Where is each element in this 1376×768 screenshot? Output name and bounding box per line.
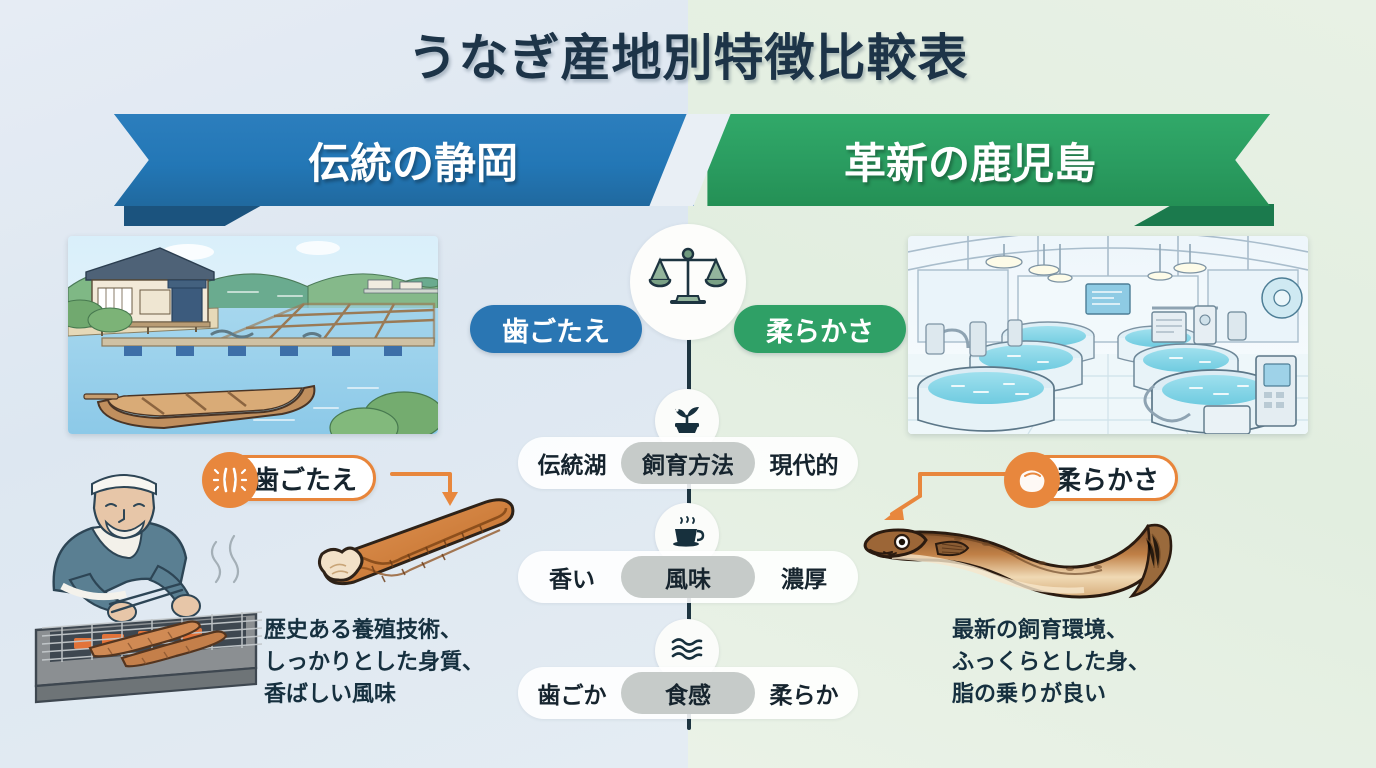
balance-scale-icon: [648, 240, 728, 324]
soft-texture-icon: [1004, 452, 1060, 508]
row-3-left-value: 歯ごか: [537, 683, 607, 709]
row-3-right-value: 柔らか: [769, 683, 839, 709]
grilling-craftsman-illustration: [30, 462, 300, 710]
water-waves-icon: [668, 630, 706, 672]
firm-texture-icon: [202, 452, 258, 508]
left-callout-arrow: [390, 472, 458, 506]
row-1-left-value: 伝統湖: [537, 453, 607, 479]
left-feature-label: 歯ごたえ: [253, 465, 358, 496]
left-description-text: 歴史ある養殖技術、 しっかりとした身質、 香ばしい風味: [264, 618, 485, 707]
right-feature-label: 柔らかさ: [1055, 465, 1160, 496]
right-callout-arrow: [884, 472, 1010, 520]
balance-scale-badge: [630, 224, 746, 340]
banner-right-label: 革新の鹿児島: [843, 138, 1096, 188]
row-2-category: 風味: [621, 556, 755, 598]
modern-facility-photo: [908, 236, 1308, 434]
ribbon-left-tail: [124, 204, 264, 226]
row-1-right-value: 現代的: [769, 453, 839, 479]
right-attribute-pill: 柔らかさ: [734, 305, 906, 353]
comparison-row-flavor: 香い 風味 濃厚: [518, 551, 858, 603]
left-feature-badge: 歯ごたえ: [202, 452, 377, 508]
right-attribute-label: 柔らかさ: [766, 316, 874, 348]
ribbon-right-tail: [1134, 204, 1274, 226]
row-1-category: 飼育方法: [621, 442, 755, 484]
row-2-left-value: 香い: [549, 567, 595, 593]
left-attribute-label: 歯ごたえ: [502, 316, 610, 348]
left-attribute-pill: 歯ごたえ: [470, 305, 642, 353]
grilled-eel-fillet-illustration: [310, 486, 520, 604]
live-eel-illustration: [862, 508, 1174, 618]
right-feature-badge: 柔らかさ: [1004, 452, 1179, 508]
hot-beverage-icon: [668, 514, 706, 556]
traditional-farm-photo: [68, 236, 438, 434]
right-description-text: 最新の飼育環境、 ふっくらとした身、 脂の乗りが良い: [952, 618, 1151, 707]
comparison-row-texture: 歯ごか 食感 柔らか: [518, 667, 858, 719]
row-2-right-value: 濃厚: [781, 567, 827, 593]
page-title: うなぎ産地別特徴比較表: [407, 29, 969, 87]
banner-left-shizuoka: 伝統の静岡: [114, 114, 694, 206]
banner-right-kagoshima: 革新の鹿児島: [707, 114, 1270, 206]
banner-left-label: 伝統の静岡: [307, 138, 518, 188]
banner-row: 伝統の静岡 革新の鹿児島: [0, 104, 1376, 226]
row-3-category: 食感: [621, 672, 755, 714]
comparison-row-breeding: 伝統湖 飼育方法 現代的: [518, 437, 858, 489]
seedling-icon: [668, 400, 706, 442]
